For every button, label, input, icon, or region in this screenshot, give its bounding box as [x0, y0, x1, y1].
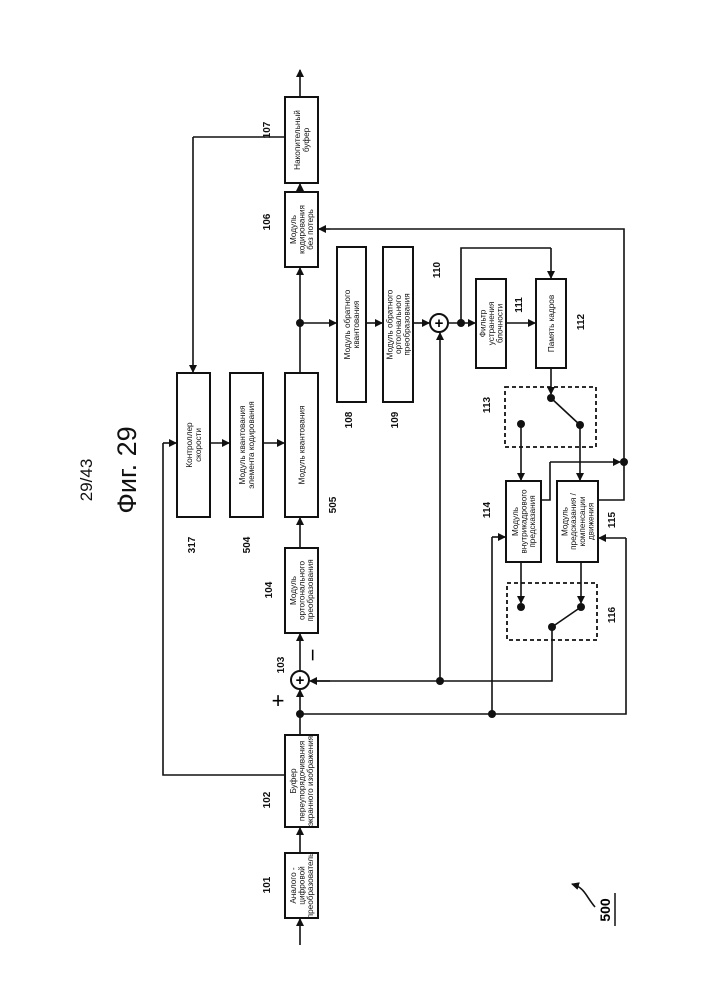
block-label: Память кадров — [547, 295, 556, 352]
block-label-line: экранного изображения — [306, 736, 315, 826]
reference-number-112: 112 — [576, 313, 587, 330]
reference-number-110: 110 — [432, 261, 443, 278]
block-label-line: квантования — [352, 301, 361, 348]
block-112: Память кадров — [536, 279, 566, 368]
figure-reference: 500 — [572, 884, 615, 926]
block-label-line: скорости — [194, 428, 203, 462]
reference-number-504: 504 — [242, 536, 253, 553]
block-102: Буферпереупорядочиванияэкранного изображ… — [285, 735, 318, 827]
reference-number-113: 113 — [482, 396, 493, 413]
block-115: Модульпредсказания /компенсациидвижения — [557, 481, 598, 562]
block-111: Фильтрустраненияблочности — [476, 279, 506, 368]
block-104: Модульортогональногопреобразования — [285, 548, 318, 633]
block-label-line: буфер — [302, 127, 311, 152]
plus-sign: + — [272, 688, 285, 713]
block-101: Аналого -цифровойпреобразователь — [285, 853, 318, 919]
reference-number-106: 106 — [262, 213, 273, 230]
block-505: Модуль квантования — [285, 373, 318, 517]
block-504: Модуль квантованияэлемента кодирования — [230, 373, 263, 517]
reference-number-108: 108 — [344, 411, 355, 428]
block-114: Модульвнутрикадровогопредсказания — [506, 481, 541, 562]
block-109: Модуль обратногоортогональногопреобразов… — [383, 247, 413, 402]
block-label: Модуль обратногоортогональногопреобразов… — [385, 289, 411, 359]
block-label-line: преобразователь — [306, 853, 315, 919]
block-317: Контроллерскорости — [177, 373, 210, 517]
reference-number-109: 109 — [390, 411, 401, 428]
reference-number-317: 317 — [187, 536, 198, 553]
reference-number-102: 102 — [262, 791, 273, 808]
block-label: Модуль квантованияэлемента кодирования — [238, 401, 256, 488]
page-number: 29/43 — [77, 459, 96, 502]
block-108: Модуль обратногоквантования — [337, 247, 366, 402]
block-label-line: предсказания — [528, 495, 537, 547]
reference-number-115: 115 — [607, 511, 618, 528]
block-label-line: преобразования — [403, 293, 412, 355]
adder-sign: + — [296, 672, 305, 689]
block-label-line: без потерь — [306, 209, 315, 250]
adder-110: + — [430, 314, 448, 332]
reference-number-505: 505 — [328, 496, 339, 513]
minus-sign: − — [300, 649, 325, 662]
block-label-line: преобразования — [306, 559, 315, 621]
reference-number-101: 101 — [262, 876, 273, 893]
block-107: Накопительныйбуфер — [285, 97, 318, 183]
figure-title: Фиг. 29 — [112, 426, 142, 513]
reference-number-111: 111 — [514, 297, 525, 313]
block-label-line: блочности — [496, 304, 505, 343]
block-label-line: Модуль квантования — [298, 406, 307, 485]
block-label-line: элемента кодирования — [247, 401, 256, 488]
block-label-line: движения — [586, 503, 595, 540]
block-106: Модулькодированиябез потерь — [285, 192, 318, 267]
reference-number-104: 104 — [264, 581, 275, 598]
adder-sign: + — [435, 315, 444, 332]
reference-number-107: 107 — [262, 121, 273, 138]
reference-number-114: 114 — [482, 501, 493, 518]
block-label: Модуль квантования — [298, 406, 307, 485]
block-label: Контроллерскорости — [185, 422, 203, 468]
figure-reference-number: 500 — [597, 898, 613, 922]
block-label-line: Память кадров — [547, 295, 556, 352]
reference-number-103: 103 — [276, 656, 287, 673]
reference-number-116: 116 — [607, 606, 618, 623]
